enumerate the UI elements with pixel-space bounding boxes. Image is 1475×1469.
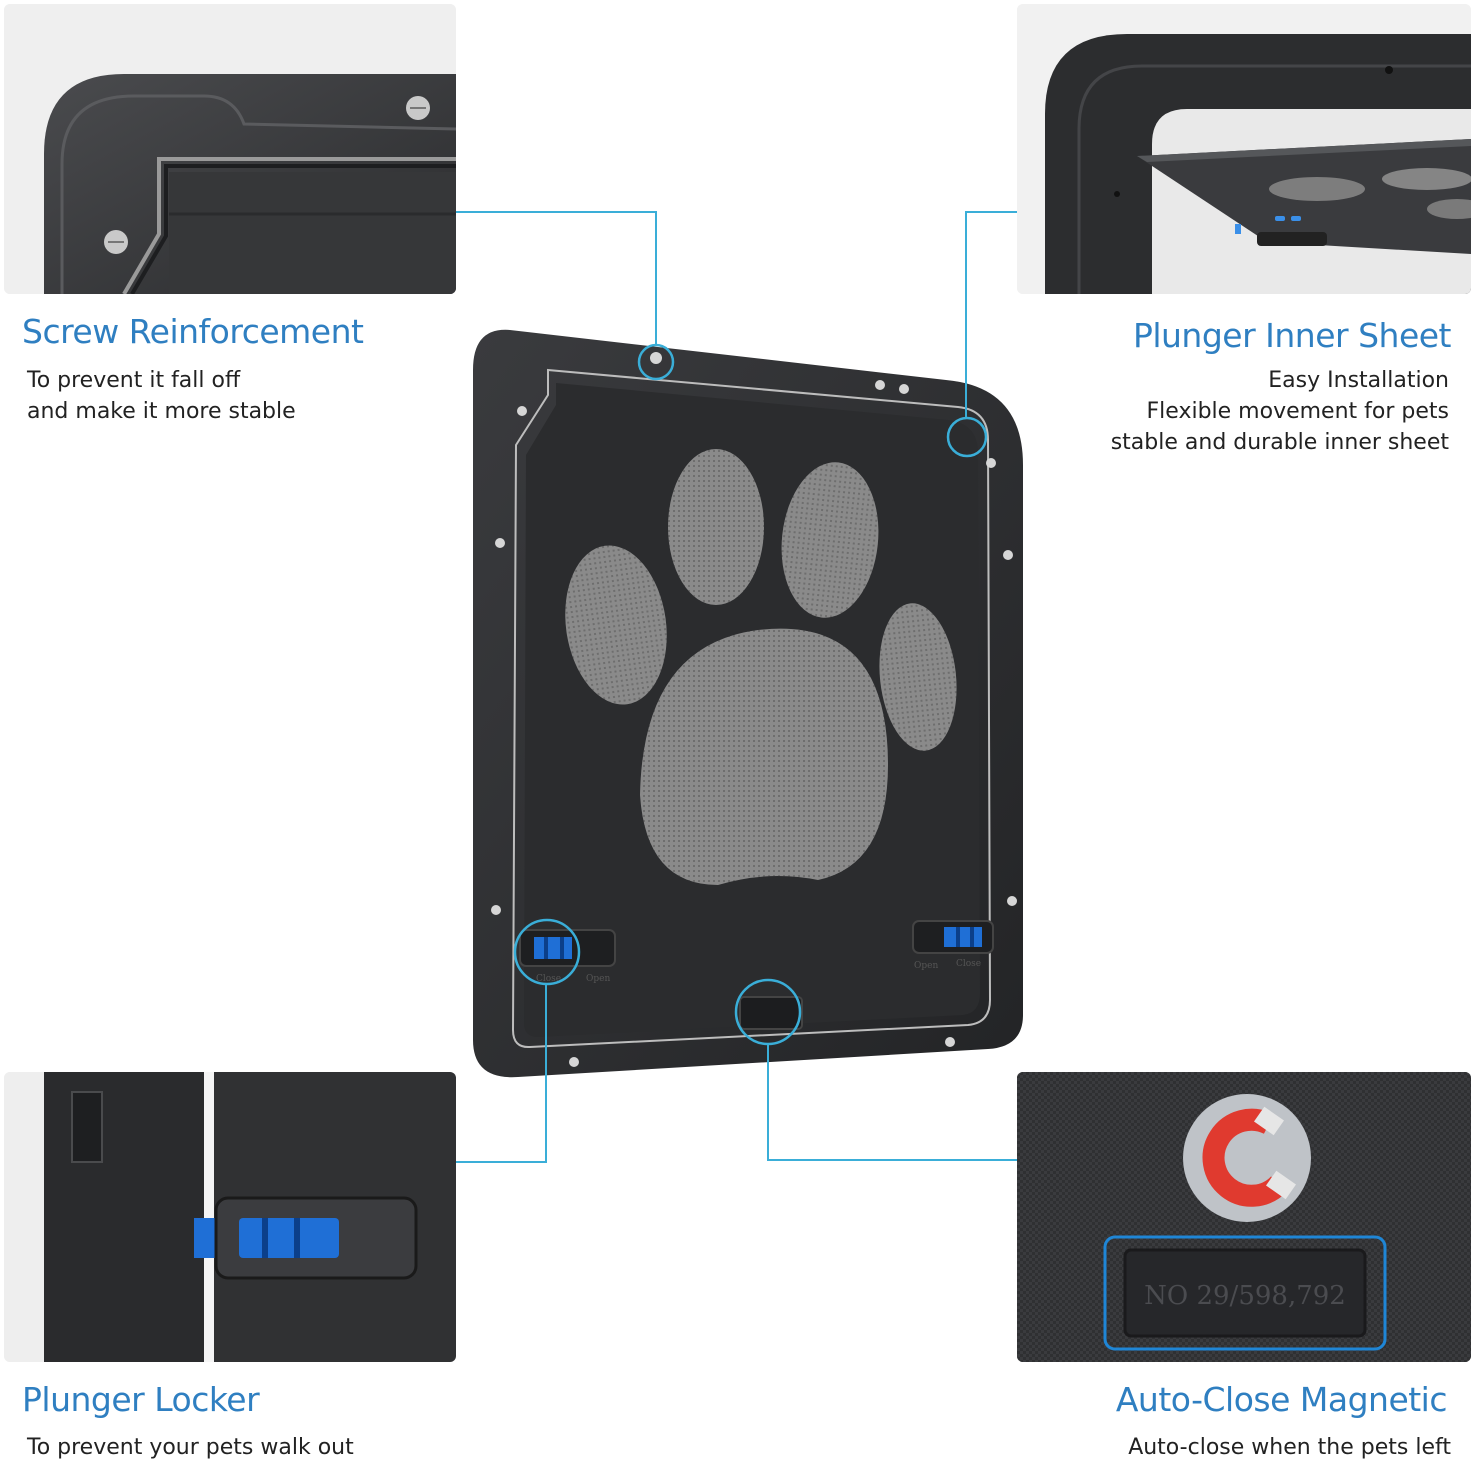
plunger-locker-description: To prevent your pets walk out: [27, 1432, 354, 1463]
screw-reinforcement-description: To prevent it fall off and make it more …: [27, 365, 296, 427]
lock-slider-icon: [912, 920, 994, 954]
lock-label-open: Open: [914, 961, 938, 971]
magnet-icon: [1183, 1094, 1311, 1222]
patent-number: NO 29/598,792: [1144, 1281, 1346, 1311]
plunger-locker-photo: [4, 1072, 456, 1362]
auto-close-magnetic-photo: NO 29/598,792: [1017, 1072, 1471, 1362]
lock-label-open: Open: [586, 974, 610, 984]
auto-close-magnetic-description: Auto-close when the pets left: [1128, 1432, 1451, 1463]
description-line: To prevent it fall off: [27, 368, 241, 393]
plunger-inner-sheet-description: Easy Installation Flexible movement for …: [1111, 365, 1449, 458]
pet-screen-door: Close Open Open Close: [468, 325, 1028, 1085]
description-line: stable and durable inner sheet: [1110, 430, 1449, 455]
screw-icon: [491, 352, 1017, 1067]
screw-reinforcement-title: Screw Reinforcement: [22, 312, 364, 351]
auto-close-magnetic-title: Auto-Close Magnetic: [1115, 1380, 1448, 1419]
screw-reinforcement-photo: [4, 4, 456, 294]
lock-label-close: Close: [536, 974, 561, 984]
plunger-inner-sheet-photo: [1017, 4, 1471, 294]
description-line: Flexible movement for pets: [1146, 399, 1449, 424]
screw-icon: [104, 230, 128, 254]
lock-slider-icon: [194, 1196, 418, 1280]
description-line: Auto-close when the pets left: [1128, 1435, 1451, 1460]
lock-slider-icon: [519, 929, 616, 967]
description-line: To prevent your pets walk out: [27, 1435, 354, 1460]
description-line: and make it more stable: [27, 399, 296, 424]
plunger-locker-title: Plunger Locker: [22, 1380, 260, 1419]
screw-icon: [406, 96, 430, 120]
lock-label-close: Close: [956, 959, 981, 969]
description-line: Easy Installation: [1268, 368, 1449, 393]
plunger-inner-sheet-title: Plunger Inner Sheet: [1132, 316, 1452, 355]
paw-print-icon: [565, 449, 957, 885]
